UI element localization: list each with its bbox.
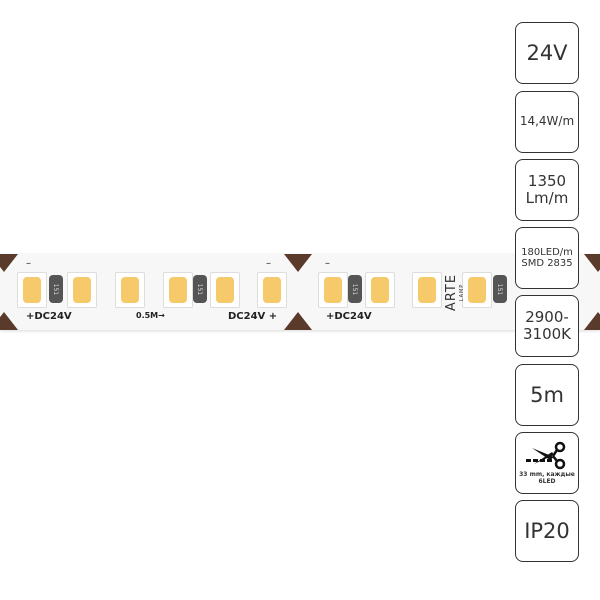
scissors-cut-icon <box>526 441 566 470</box>
dc-label: DC24V + <box>228 311 278 322</box>
solder-pad <box>584 312 600 330</box>
solder-pad <box>584 254 600 272</box>
led-chip <box>318 272 348 308</box>
spec-length: 5m <box>515 364 579 426</box>
led-chip <box>115 272 145 308</box>
spec-ip-rating: IP20 <box>515 500 579 562</box>
resistor: 151 <box>348 275 362 303</box>
solder-pad <box>0 312 18 330</box>
minus-mark: – <box>266 258 271 269</box>
solder-pad <box>284 254 312 272</box>
led-chip <box>365 272 395 308</box>
led-chip <box>412 272 442 308</box>
cut-interval-label: 0.5M→ <box>136 311 165 320</box>
minus-mark: – <box>26 258 31 269</box>
solder-pad <box>284 312 312 330</box>
led-chip <box>67 272 97 308</box>
dc-label: +DC24V <box>26 311 72 322</box>
minus-mark: – <box>325 258 330 269</box>
solder-pad <box>0 254 18 272</box>
led-chip <box>257 272 287 308</box>
spec-color-temperature: 2900-3100K <box>515 295 579 357</box>
led-chip <box>210 272 240 308</box>
led-chip <box>17 272 47 308</box>
spec-voltage: 24V <box>515 22 579 84</box>
resistor: 151 <box>49 275 63 303</box>
led-chip <box>462 272 492 308</box>
spec-power: 14,4W/m <box>515 91 579 153</box>
resistor: 151 <box>493 275 507 303</box>
resistor: 151 <box>193 275 207 303</box>
dc-label: +DC24V <box>326 311 372 322</box>
led-chip <box>163 272 193 308</box>
